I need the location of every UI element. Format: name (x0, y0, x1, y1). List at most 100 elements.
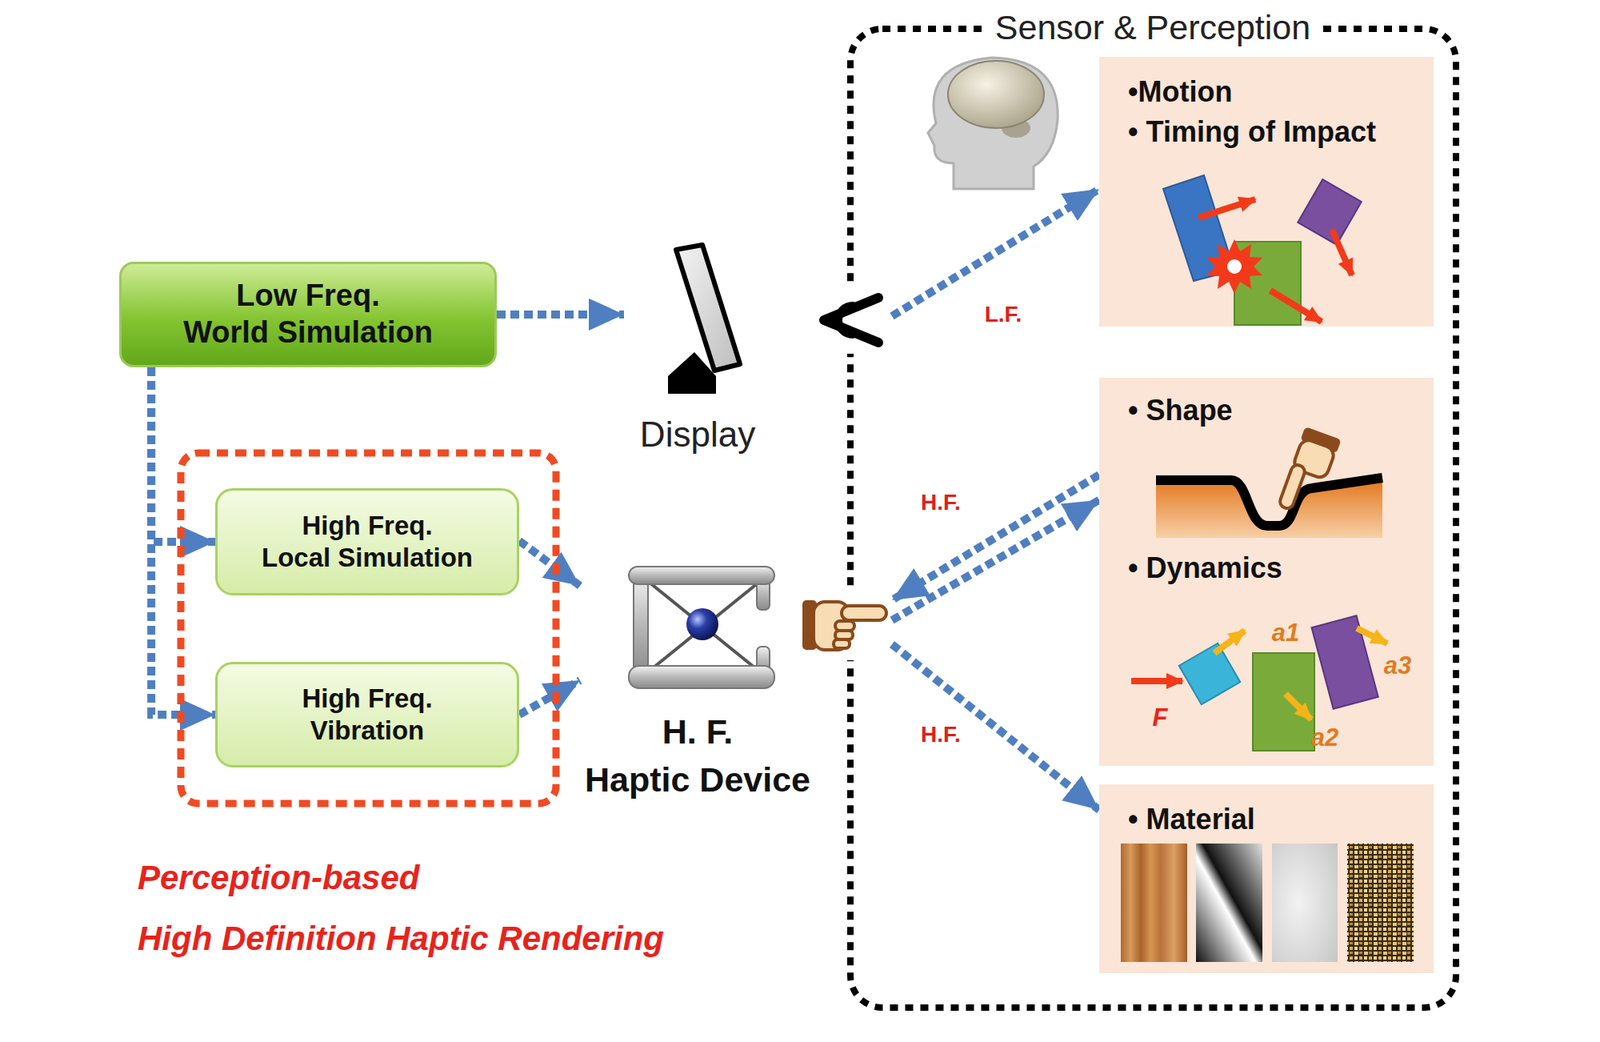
dynamics-illustration-part (1252, 652, 1315, 751)
haptic-device-icon-part (649, 582, 759, 671)
haptic-device-icon-part (633, 574, 648, 675)
node-text: • Timing of Impact (1128, 114, 1376, 149)
node-text: • Dynamics (1128, 550, 1283, 585)
eye-icon (824, 297, 879, 343)
shape-surface-illustration-part (1278, 428, 1340, 518)
haptic-device-icon-part (649, 582, 759, 671)
process-box: High Freq.Local Simulation (215, 488, 520, 596)
node-text: •Motion (1128, 74, 1233, 109)
perception-region-border-part (843, 288, 858, 354)
collision-illustration-part (1297, 179, 1361, 245)
vector-label: a2 (1311, 723, 1339, 752)
dynamics-illustration-part (1356, 628, 1388, 644)
dynamics-illustration (1131, 615, 1388, 751)
haptic-device-icon-part (628, 665, 775, 688)
perception-panel: • Material (1099, 784, 1434, 973)
display-node: Display (624, 240, 892, 456)
node-text: • Shape (1128, 392, 1233, 428)
brain-head-icon-part (1001, 118, 1031, 138)
display-icon-part (668, 352, 716, 394)
dynamics-illustration-part (1131, 677, 1183, 684)
collision-illustration-part (1206, 239, 1263, 294)
dotted-arrow (892, 474, 1100, 600)
hand-icon-part (835, 620, 855, 631)
hand-icon (804, 601, 887, 650)
vector-label: a1 (1272, 618, 1300, 648)
shape-surface-illustration-part-part (1292, 437, 1336, 480)
shape-surface-illustration-part-part (1302, 428, 1340, 452)
perception-region: •Motion • Timing of Impact • Shape • Dynami… (850, 28, 1456, 1008)
dotted-arrow (151, 367, 216, 542)
dotted-arrow (496, 310, 624, 319)
haptic-device-icon-part (686, 608, 719, 640)
process-box: Low Freq.World Simulation (119, 261, 497, 368)
box-label: High Freq. (301, 509, 432, 542)
node-text: Haptic Device (584, 760, 811, 800)
hand-icon-part (813, 601, 849, 650)
node-text: Display (640, 414, 756, 456)
process-box: High Freq.Vibration (215, 661, 520, 768)
collision-illustration-part (1270, 290, 1322, 322)
material-swatches-part (1272, 843, 1338, 962)
shape-surface-illustration-part-part (1278, 463, 1307, 510)
brain-head-icon-part (948, 60, 1044, 128)
dynamics-illustration-part (1285, 693, 1312, 720)
perception-region-border (843, 28, 1456, 1008)
hand-icon-part (833, 639, 850, 648)
perception-region-border-part (843, 588, 858, 660)
caption-text: High Definition Haptic Rendering (137, 918, 664, 959)
shape-surface-illustration (1156, 428, 1383, 538)
haptic-device-icon-part (756, 646, 770, 676)
eye-icon-part (824, 297, 879, 343)
brain-head-icon-part (928, 57, 1058, 189)
node-text: • Material (1128, 801, 1256, 836)
haptic-device-node: H. F. Haptic Device (580, 560, 892, 808)
display-icon (668, 244, 740, 394)
box-label: Local Simulation (261, 541, 473, 574)
eye-icon-part (838, 305, 853, 335)
dynamics-illustration-part (1312, 615, 1379, 708)
haptic-device-icon (628, 566, 775, 688)
hand-icon-part (804, 601, 816, 648)
dotted-arrow (519, 680, 580, 715)
hand-icon-part (841, 605, 887, 620)
collision-illustration-part (1234, 241, 1301, 325)
edge-label: H.F. (918, 489, 964, 516)
vector-label: a3 (1384, 651, 1412, 680)
dotted-arrow (519, 540, 580, 586)
collision-illustration-part (1198, 199, 1256, 218)
material-swatches (1120, 843, 1414, 962)
node-text: H. F. (662, 712, 733, 752)
haptic-device-icon-part (756, 577, 770, 610)
collision-illustration-part (1163, 175, 1235, 281)
dotted-arrow (892, 644, 1100, 810)
box-label: Vibration (310, 714, 424, 747)
edge-label: H.F. (918, 721, 964, 748)
red-dashed-group-frame (180, 452, 556, 804)
box-label: World Simulation (183, 314, 433, 352)
collision-illustration-part (1332, 229, 1352, 276)
haptic-device-icon-part (628, 566, 775, 584)
hand-icon-part (835, 630, 853, 640)
display-icon-part (676, 244, 740, 371)
perception-region-border-part (850, 28, 1456, 1008)
box-label: Low Freq. (236, 277, 380, 315)
material-swatches-part (1196, 843, 1263, 962)
red-dashed-group-frame-part (180, 452, 556, 804)
dynamics-illustration-part (1214, 630, 1245, 653)
perception-panel: • Shape • Dynamics (1099, 377, 1434, 766)
shape-surface-illustration-part (1156, 477, 1383, 538)
edge-label: L.F. (982, 301, 1025, 328)
brain-head-icon (928, 57, 1058, 189)
material-swatches-part (1347, 843, 1414, 962)
dotted-arrow (892, 188, 1100, 316)
node-text: Sensor & Perception (985, 8, 1320, 48)
vector-label: F (1152, 703, 1168, 732)
caption-text: Perception-based (137, 857, 420, 898)
material-swatches-part (1120, 843, 1188, 962)
dotted-arrow (892, 500, 1100, 620)
perception-panel: •Motion • Timing of Impact (1099, 56, 1434, 327)
collision-illustration (1163, 175, 1362, 325)
box-label: High Freq. (301, 682, 432, 715)
